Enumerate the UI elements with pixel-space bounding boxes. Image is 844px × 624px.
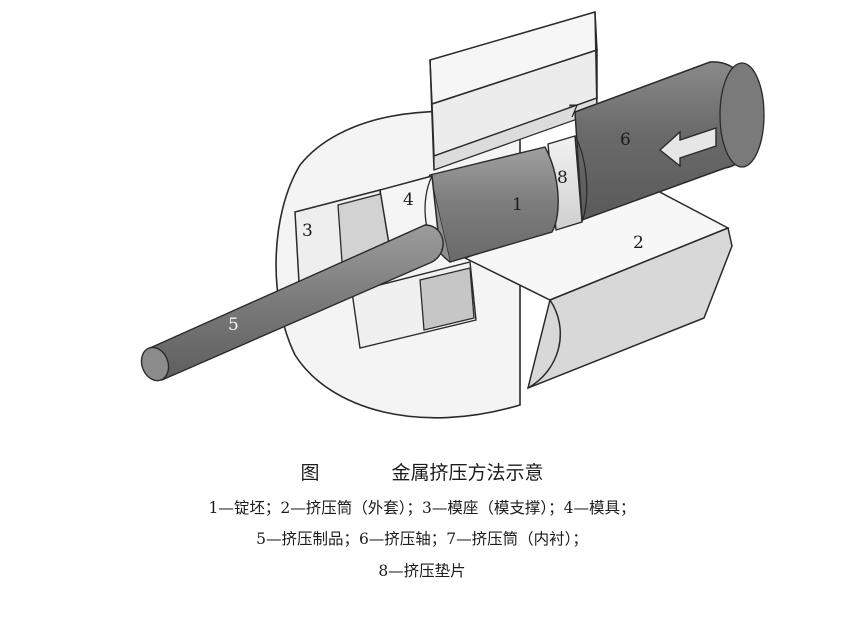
label-part-3: 3 xyxy=(302,221,313,241)
legend-line-1: 1—锭坯；2—挤压筒（外套）；3—模座（模支撑）；4—模具； xyxy=(208,499,636,517)
extrusion-ram xyxy=(574,61,765,222)
legend-line-2: 5—挤压制品；6—挤压轴；7—挤压筒（内衬）； xyxy=(256,530,588,548)
part-labels: 1 2 3 4 5 6 7 8 xyxy=(228,102,644,335)
die-holder xyxy=(294,189,477,349)
container-outer-block xyxy=(463,187,733,390)
label-part-6: 6 xyxy=(620,130,631,150)
label-part-5: 5 xyxy=(228,315,239,335)
legend-line-3: 8—挤压垫片 xyxy=(378,562,466,580)
label-part-7: 7 xyxy=(568,102,579,122)
push-arrow-icon xyxy=(658,127,717,168)
figure-title: 金属挤压方法示意 xyxy=(391,462,544,484)
extruded-product xyxy=(140,224,444,382)
figure-caption-title: 图 金属挤压方法示意 xyxy=(0,458,844,485)
container-inner-liner-block xyxy=(429,11,598,171)
label-part-4: 4 xyxy=(403,190,414,210)
label-part-1: 1 xyxy=(512,195,523,215)
figure-word: 图 xyxy=(300,462,320,484)
label-part-2: 2 xyxy=(633,233,644,253)
label-part-8: 8 xyxy=(557,168,568,188)
